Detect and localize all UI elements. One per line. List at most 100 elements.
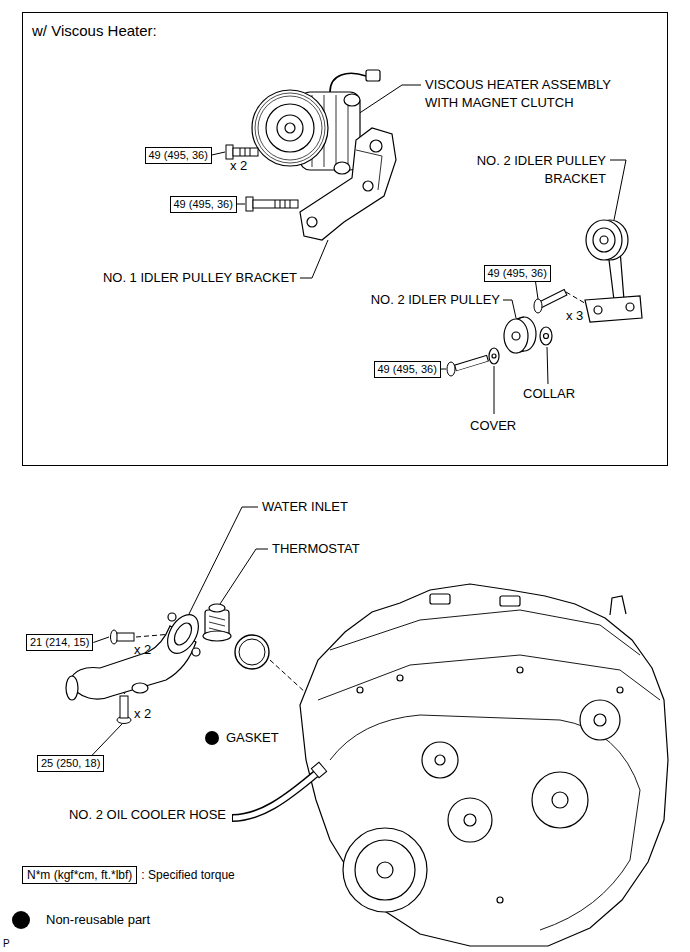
bolt (111, 630, 135, 724)
node-text: 49 (495, 36) (174, 198, 233, 210)
torque-spec-box: 25 (250, 18) (37, 755, 104, 772)
thermostat-part (203, 631, 231, 641)
leader-line-part (300, 240, 328, 278)
viscous-heater-part (334, 162, 350, 174)
viscous-heater-part (330, 73, 366, 92)
figure-code: P (3, 938, 10, 950)
leader-line-part (610, 160, 626, 220)
gasket-part (239, 639, 265, 665)
leader-line (441, 369, 446, 370)
non-reusable-mark (12, 911, 30, 929)
idler-pulley-bracket-part (585, 296, 642, 322)
part-name: VISCOUS HEATER ASSEMBLY WITH MAGNET CLUT… (425, 76, 640, 112)
oil-cooler-hose-part (311, 762, 326, 778)
engine-part (330, 610, 640, 655)
idler-pulley-bracket (585, 220, 642, 322)
node-text: 21 (214, 15) (30, 636, 89, 648)
assembly-line-part (566, 292, 588, 305)
bolt-part (455, 358, 488, 368)
bolt-part (233, 148, 258, 156)
bolt-part (540, 293, 565, 306)
engine-part (500, 596, 520, 606)
bolt-part (275, 200, 290, 208)
leader-line (93, 637, 109, 643)
torque-spec-box: 49 (495, 36) (145, 147, 212, 164)
idler-pulley-bracket-part (593, 228, 615, 252)
engine-part (517, 667, 523, 673)
viscous-heater-part (266, 104, 314, 152)
bolt-part (534, 299, 542, 313)
torque-leader (92, 152, 538, 755)
part-name: NO. 1 IDLER PULLEY BRACKET (103, 270, 297, 286)
water-inlet-part (171, 620, 195, 648)
idler-pulley-part (492, 354, 496, 358)
torque-spec-box: 21 (214, 15) (26, 634, 93, 651)
legend-symbol (10, 909, 32, 931)
water-inlet (66, 609, 205, 700)
leader-line-part (547, 347, 548, 384)
idler-pulley-bracket-part (363, 181, 373, 191)
engine-part (422, 742, 458, 778)
thermostat-part (209, 604, 225, 612)
bolt-part (226, 145, 233, 159)
leader-line (212, 152, 225, 155)
part-name: GASKET (226, 730, 279, 746)
idler-pulley-bracket-part (307, 217, 317, 227)
idler-pulley-bracket (300, 128, 396, 240)
idler-pulley-bracket-part (600, 236, 608, 244)
quantity: x 3 (566, 308, 583, 324)
torque-spec-box: 49 (495, 36) (374, 361, 441, 378)
part-name: COLLAR (523, 386, 575, 402)
leader-line-part (352, 85, 421, 118)
quantity: x 2 (134, 642, 151, 658)
engine-part (377, 862, 393, 878)
bolt-part (111, 630, 118, 644)
part-name: NO. 2 IDLER PULLEY (371, 292, 500, 308)
node-text: 49 (495, 36) (378, 363, 437, 375)
part-name: NO. 2 IDLER PULLEY BRACKET (441, 152, 606, 188)
torque-spec-box: 49 (495, 36) (170, 196, 237, 213)
engine-part (355, 840, 415, 900)
idler-pulley-bracket-part (300, 128, 396, 240)
torque-spec-box: 49 (495, 36) (484, 265, 551, 282)
viscous-heater-part (252, 90, 328, 166)
bolt-part (540, 292, 566, 305)
idler-pulley-bracket-part (586, 220, 622, 260)
gasket (235, 635, 269, 669)
idler-pulley-bracket-part (356, 150, 382, 190)
bolt-part (246, 197, 253, 211)
leader-line-part (494, 366, 495, 414)
engine-part (318, 655, 660, 700)
part-name: COVER (470, 418, 516, 434)
non-reusable-mark-part (205, 731, 219, 745)
leader-line (92, 724, 122, 755)
non-reusable-mark (205, 731, 219, 745)
node-text: 49 (495, 36) (149, 149, 208, 161)
oil-cooler-hose-part (232, 772, 318, 818)
thermostat (203, 604, 231, 641)
viscous-heater-part (258, 96, 322, 160)
viscous-heater-part (277, 115, 303, 141)
engine-part (532, 772, 588, 828)
idler-pulley-bracket-part (626, 303, 634, 311)
water-inlet-part (192, 648, 200, 656)
idler-pulley-bracket-part (594, 306, 602, 314)
idler-pulley-part (512, 332, 520, 340)
bolt-part (240, 148, 250, 156)
idler-pulley-part (540, 327, 552, 345)
thermostat-part (209, 616, 225, 632)
bolt-part (447, 362, 455, 376)
idler-pulley-bracket-part (370, 140, 382, 152)
viscous-heater-part (285, 123, 295, 133)
idler-pulley (489, 317, 552, 364)
engine-part (435, 755, 445, 765)
leader-line-part (503, 300, 516, 318)
idler-pulley-part (489, 348, 499, 364)
oil-cooler-hose (232, 762, 327, 818)
oil-cooler-hose-part (233, 773, 317, 818)
bolt-part (117, 633, 134, 641)
node-text: w/ Viscous Heater: (23, 13, 667, 40)
engine (300, 584, 668, 946)
node-text: 25 (250, 18) (41, 757, 100, 769)
engine-part (610, 596, 626, 615)
